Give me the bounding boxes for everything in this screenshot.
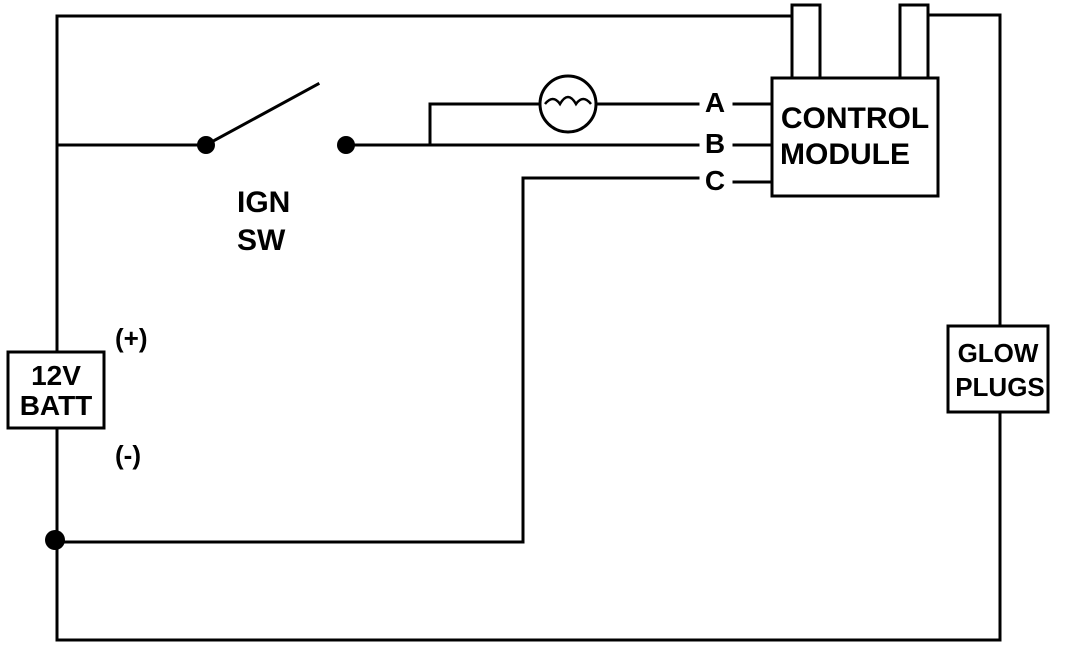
battery-label-line1: 12V bbox=[31, 360, 81, 391]
terminal-b-label: B bbox=[705, 128, 725, 159]
ignition-switch-label-line2: SW bbox=[237, 224, 286, 257]
terminal-c-label: C bbox=[705, 165, 725, 196]
terminal-a-label: A bbox=[705, 87, 725, 118]
control-module-box bbox=[770, 76, 940, 198]
module-connector-left bbox=[790, 3, 822, 80]
battery-positive-label: (+) bbox=[115, 323, 148, 353]
control-module-label-line1: CONTROL bbox=[781, 102, 929, 135]
indicator-lamp-icon bbox=[538, 74, 598, 134]
battery-label-line2: BATT bbox=[20, 390, 93, 421]
battery-negative-label: (-) bbox=[115, 440, 141, 470]
battery-box bbox=[6, 350, 106, 430]
ignition-switch-label-line1: IGN bbox=[237, 186, 290, 219]
ground-junction-icon bbox=[45, 530, 65, 550]
control-module-label-line2: MODULE bbox=[780, 138, 910, 171]
glow-plugs-label-line2: PLUGS bbox=[955, 372, 1045, 402]
glow-plugs-label-line1: GLOW bbox=[958, 338, 1039, 368]
module-connector-right bbox=[898, 3, 930, 80]
glow-plugs-box bbox=[946, 324, 1050, 414]
switch-blade bbox=[203, 81, 321, 148]
